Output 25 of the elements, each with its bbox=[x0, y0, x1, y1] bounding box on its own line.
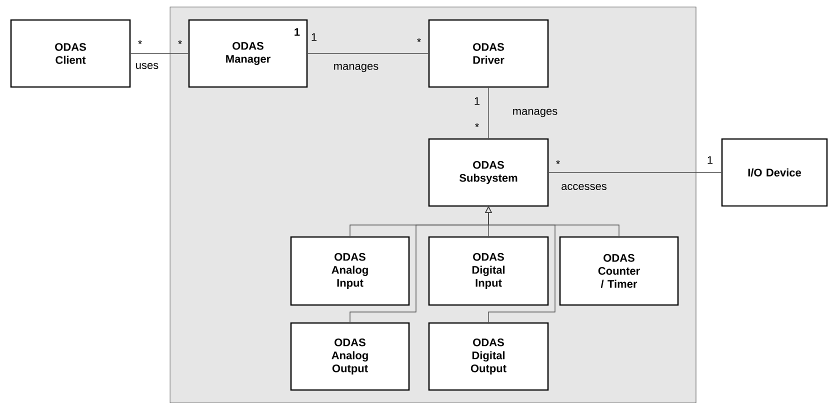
association-line bbox=[130, 53, 190, 54]
class-box: ODAS Digital Output bbox=[428, 322, 549, 391]
multiplicity-label: 1 bbox=[294, 28, 300, 36]
class-box: ODAS Digital Input bbox=[428, 236, 549, 306]
edge-label: manages bbox=[334, 64, 378, 72]
class-box: ODAS Analog Output bbox=[290, 322, 410, 391]
edge-label: accesses bbox=[562, 184, 607, 190]
edge-label: manages bbox=[513, 108, 558, 118]
generalization-arrow bbox=[484, 206, 556, 324]
edge-label: uses bbox=[136, 62, 158, 69]
multiplicity-label: * bbox=[475, 123, 479, 128]
multiplicity-label: * bbox=[178, 40, 182, 44]
class-box: ODAS Counter / Timer bbox=[559, 236, 679, 306]
class-box: ODAS Analog Input bbox=[290, 236, 410, 306]
association-line bbox=[548, 172, 722, 173]
class-box: ODAS Client bbox=[10, 19, 131, 88]
class-box: ODAS Subsystem bbox=[428, 138, 549, 207]
multiplicity-label: * bbox=[138, 40, 142, 44]
class-box: ODAS Driver bbox=[428, 19, 549, 88]
multiplicity-label: 1 bbox=[474, 97, 480, 105]
class-box: I/O Device bbox=[721, 138, 828, 207]
multiplicity-label: * bbox=[556, 160, 560, 164]
multiplicity-label: 1 bbox=[708, 156, 713, 164]
association-line bbox=[488, 86, 489, 140]
association-line bbox=[306, 53, 430, 54]
